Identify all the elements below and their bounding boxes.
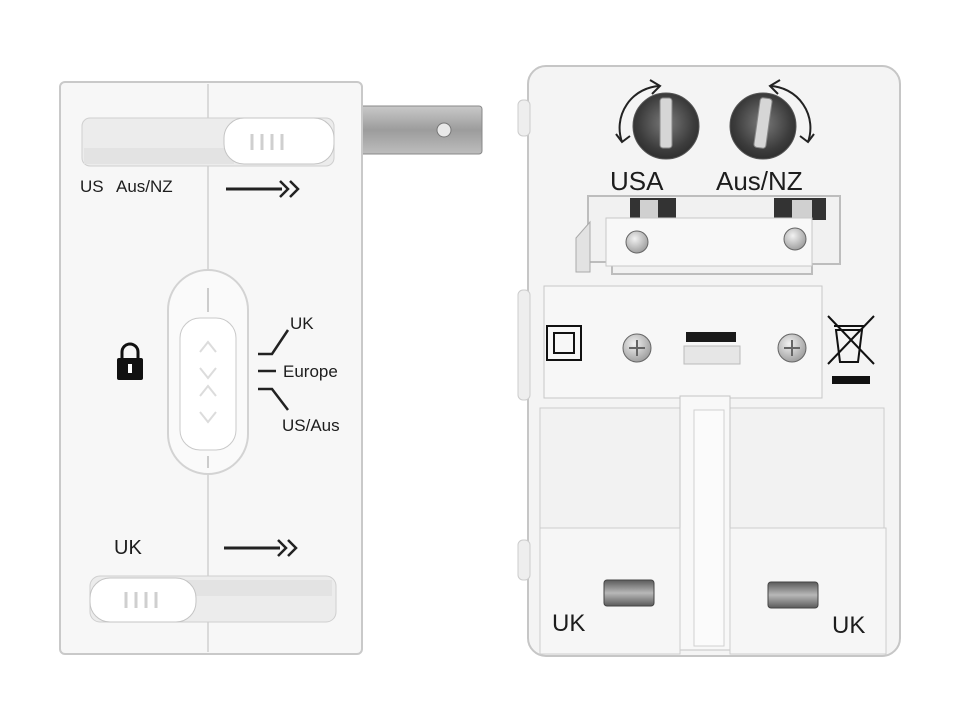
double-arrow-right-icon — [226, 180, 300, 198]
uk-label-left: UK — [552, 610, 586, 637]
voltage-selector[interactable] — [167, 269, 249, 475]
usa-pin-socket[interactable] — [632, 92, 700, 160]
aus-nz-pin-socket[interactable] — [729, 92, 797, 160]
selector-option-us-aus: US/Aus — [282, 416, 340, 435]
selector-option-europe: Europe — [283, 362, 338, 381]
double-arrow-right-icon — [224, 539, 298, 557]
top-slider-label-us: US — [80, 177, 104, 196]
front-face — [59, 81, 483, 655]
bottom-slider-label-uk: UK — [114, 537, 142, 559]
double-square-icon — [546, 325, 582, 361]
us-plug-blade — [359, 105, 483, 155]
bottom-slider[interactable] — [89, 575, 337, 623]
pin-label-usa: USA — [610, 166, 664, 196]
blade-hole — [436, 122, 452, 138]
selector-option-uk: UK — [290, 314, 314, 333]
selector-knob[interactable] — [179, 317, 237, 451]
uk-pin-right — [767, 581, 819, 609]
crossed-out-bin-icon — [827, 315, 875, 384]
uk-label-right: UK — [832, 612, 866, 639]
top-slider[interactable] — [81, 117, 335, 167]
back-face — [517, 65, 901, 657]
uk-pin-left — [603, 579, 655, 607]
bottom-slider-knob[interactable] — [89, 577, 197, 623]
pin-label-aus-nz: Aus/NZ — [716, 166, 803, 196]
selector-ticks — [258, 329, 290, 411]
top-slider-label-aus-nz: Aus/NZ — [116, 177, 173, 196]
curved-arrow-icon — [615, 79, 815, 144]
top-slider-knob[interactable] — [223, 117, 335, 165]
padlock-icon — [117, 342, 143, 380]
